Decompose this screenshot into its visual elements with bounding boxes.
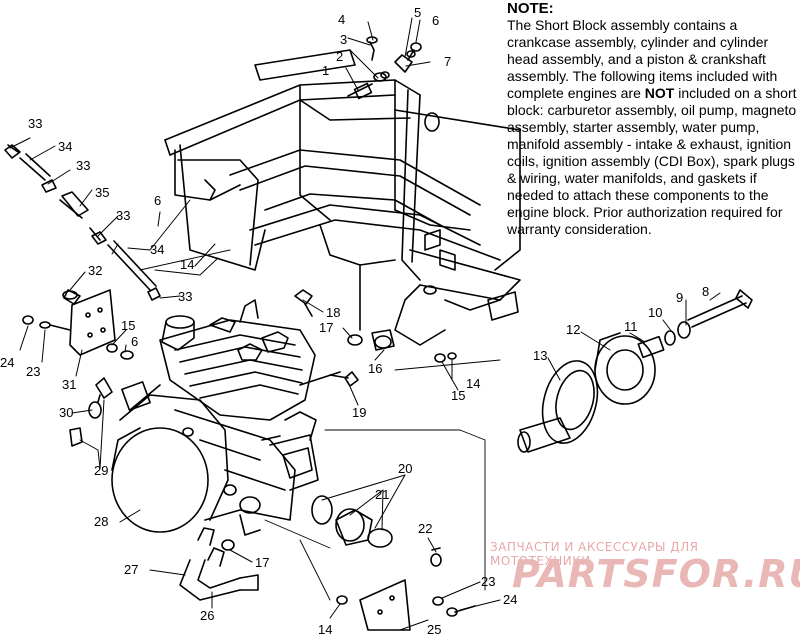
callout-1: 1	[322, 63, 330, 78]
note-text-emphasis: NOT	[644, 85, 675, 101]
callout-23: 23	[26, 364, 41, 379]
intake-boots	[311, 495, 442, 567]
callout-17: 17	[255, 555, 270, 570]
callout-35: 35	[95, 185, 110, 200]
mount-bolt-stack	[347, 36, 422, 100]
assembly-guide-lines	[139, 249, 501, 601]
engine-mount-bracket	[22, 289, 134, 360]
callout-2: 2	[336, 49, 344, 64]
callout-6: 6	[154, 193, 162, 208]
watermark-subtitle: ЗАПЧАСТИ И АКСЕССУАРЫ ДЛЯ МОТОТЕХНИКИ	[490, 540, 699, 568]
callout-26: 26	[200, 608, 215, 623]
callout-32: 32	[88, 263, 103, 278]
drive-clutch-assembly	[517, 289, 753, 453]
callout-20: 20	[398, 461, 413, 476]
exhaust-fittings	[294, 289, 457, 387]
callout-33: 33	[178, 289, 193, 304]
callout-10: 10	[648, 305, 663, 320]
callout-17: 17	[319, 320, 334, 335]
fuel-line-assembly	[4, 144, 161, 301]
callout-14: 14	[180, 257, 195, 272]
callout-13: 13	[533, 348, 548, 363]
note-text-before: The Short Block assembly contains a cran…	[507, 17, 778, 101]
callout-22: 22	[418, 521, 433, 536]
callout-7: 7	[444, 54, 452, 69]
callout-19: 19	[352, 405, 367, 420]
vehicle-frame	[164, 49, 521, 346]
callout-18: 18	[326, 305, 341, 320]
callout-12: 12	[566, 322, 581, 337]
callout-33: 33	[76, 158, 91, 173]
callout-27: 27	[124, 562, 139, 577]
callout-34: 34	[150, 242, 165, 257]
callout-33: 33	[28, 116, 43, 131]
callout-30: 30	[59, 405, 74, 420]
callout-9: 9	[676, 290, 684, 305]
callout-31: 31	[62, 377, 77, 392]
callout-24: 24	[0, 355, 15, 370]
callout-5: 5	[414, 5, 422, 20]
callout-3: 3	[340, 32, 348, 47]
callout-6: 6	[432, 13, 440, 28]
callout-15: 15	[451, 388, 466, 403]
note-title: NOTE:	[507, 0, 554, 17]
fuel-pump-parts	[69, 377, 113, 447]
note-text-after: included on a short block: carburetor as…	[507, 85, 797, 237]
callout-23: 23	[481, 574, 496, 589]
callout-leader-lines	[9, 17, 721, 631]
callout-29: 29	[94, 463, 109, 478]
callout-33: 33	[116, 208, 131, 223]
callout-4: 4	[338, 12, 346, 27]
callout-15: 15	[121, 318, 136, 333]
callout-8: 8	[702, 284, 710, 299]
callout-16: 16	[368, 361, 383, 376]
callout-14: 14	[318, 622, 333, 637]
callout-11: 11	[624, 319, 638, 334]
short-block-note: NOTE: The Short Block assembly contains …	[507, 0, 800, 238]
engine-assembly	[111, 299, 341, 536]
callout-14: 14	[466, 376, 481, 391]
exhaust-pipe-bracket	[179, 527, 476, 631]
callout-6: 6	[131, 334, 139, 349]
note-body: The Short Block assembly contains a cran…	[507, 17, 800, 238]
watermark-logo: PARTSFOR.RU	[512, 552, 800, 596]
callout-34: 34	[58, 139, 73, 154]
callout-28: 28	[94, 514, 109, 529]
callout-24: 24	[503, 592, 518, 607]
callout-21: 21	[375, 487, 390, 502]
callout-25: 25	[427, 622, 442, 637]
